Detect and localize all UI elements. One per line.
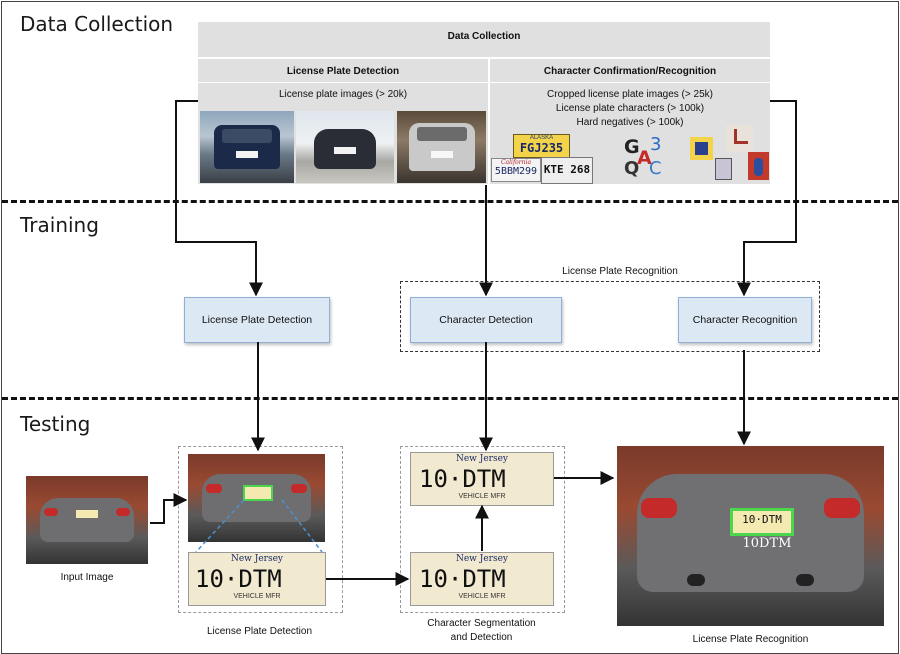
plate-california-state: California: [500, 159, 532, 166]
table-title: Data Collection: [447, 31, 521, 42]
lpd-zoom-plate: New Jersey 10·DTM VEHICLE MFR: [188, 552, 326, 606]
plate-kte-text: KTE 268: [543, 163, 591, 176]
lpd-zoom-state: New Jersey: [230, 554, 284, 564]
table-right-line-1: Cropped license plate images (> 25k): [547, 89, 713, 100]
lpr-test-label: License Plate Recognition: [692, 634, 809, 645]
arrow-input-to-lpd: [150, 493, 188, 524]
hard-negative-wheelchair: [726, 125, 753, 152]
table-right-line-3: Hard negatives (> 100k): [576, 117, 684, 128]
table-left-line: License plate images (> 20k): [278, 89, 408, 100]
lpd-test-label: License Plate Detection: [206, 626, 313, 637]
char-sample-g: G: [624, 136, 640, 158]
result-plate-box: 10·DTM: [730, 508, 794, 536]
arrow-collection-to-lpd: [175, 100, 263, 297]
section-title-testing: Testing: [20, 412, 91, 436]
plate-kte: KTE 268: [541, 157, 593, 184]
seg-plate-bottom-text: 10·DTM: [419, 565, 506, 593]
seg-test-label-2: and Detection: [450, 632, 513, 643]
seg-plate-top-footer: VEHICLE MFR: [458, 493, 506, 500]
result-text: 10DTM: [742, 536, 792, 551]
table-divider-h: [198, 57, 770, 59]
lpd-zoom-text: 10·DTM: [195, 565, 282, 593]
table-left-header: License Plate Detection: [286, 66, 400, 77]
seg-plate-top-text: 10·DTM: [419, 465, 506, 493]
seg-test-label-1: Character Segmentation: [427, 618, 536, 629]
char-sample-3: 3: [650, 134, 662, 155]
section-title-data-collection: Data Collection: [20, 12, 174, 36]
car-photo-2: [296, 111, 394, 183]
hard-negative-square: [715, 158, 732, 180]
arrow-collection-to-cr: [737, 100, 797, 297]
seg-plate-bottom: New Jersey 10·DTM VEHICLE MFR: [410, 552, 554, 606]
section-title-training: Training: [20, 213, 99, 237]
lpd-zoom-footer: VEHICLE MFR: [233, 593, 281, 600]
zoom-line-right: [281, 499, 323, 553]
recognition-group: [400, 281, 820, 352]
plate-alaska-state: ALASKA: [529, 135, 554, 141]
char-sample-q: Q: [624, 158, 640, 179]
hard-negative-flag: [690, 137, 713, 160]
separator-1: [2, 200, 898, 203]
plate-california: California 5BBM299: [491, 158, 541, 182]
lpd-car-image: [188, 454, 325, 542]
zoom-line-left: [195, 499, 245, 553]
car-photo-1: [200, 111, 294, 183]
train-character-recognition: Character Recognition: [678, 297, 812, 343]
input-image-label: Input Image: [60, 572, 114, 583]
result-image: 10·DTM 10DTM: [617, 446, 884, 626]
plate-california-text: 5BBM299: [494, 166, 538, 177]
char-sample-c: C: [649, 158, 662, 179]
result-plate-text: 10·DTM: [742, 513, 782, 526]
separator-2: [2, 397, 898, 400]
table-divider-v: [488, 57, 490, 184]
plate-alaska: ALASKA FGJ235: [513, 134, 570, 158]
seg-plate-top: New Jersey 10·DTM VEHICLE MFR: [410, 452, 554, 506]
seg-plate-bottom-footer: VEHICLE MFR: [458, 593, 506, 600]
recognition-group-label: License Plate Recognition: [562, 266, 678, 277]
input-image: [26, 476, 148, 564]
car-photo-3: [397, 111, 486, 183]
seg-plate-top-state: New Jersey: [455, 454, 509, 464]
train-license-plate-detection: License Plate Detection: [184, 297, 330, 343]
table-right-line-2: License plate characters (> 100k): [555, 103, 705, 114]
char-sample-a: A: [637, 147, 652, 169]
seg-plate-bottom-state: New Jersey: [455, 554, 509, 564]
table-divider-h2: [198, 82, 770, 83]
hard-negative-figure: [748, 152, 769, 180]
plate-alaska-text: FGJ235: [519, 141, 564, 155]
table-right-header: Character Confirmation/Recognition: [543, 66, 717, 77]
